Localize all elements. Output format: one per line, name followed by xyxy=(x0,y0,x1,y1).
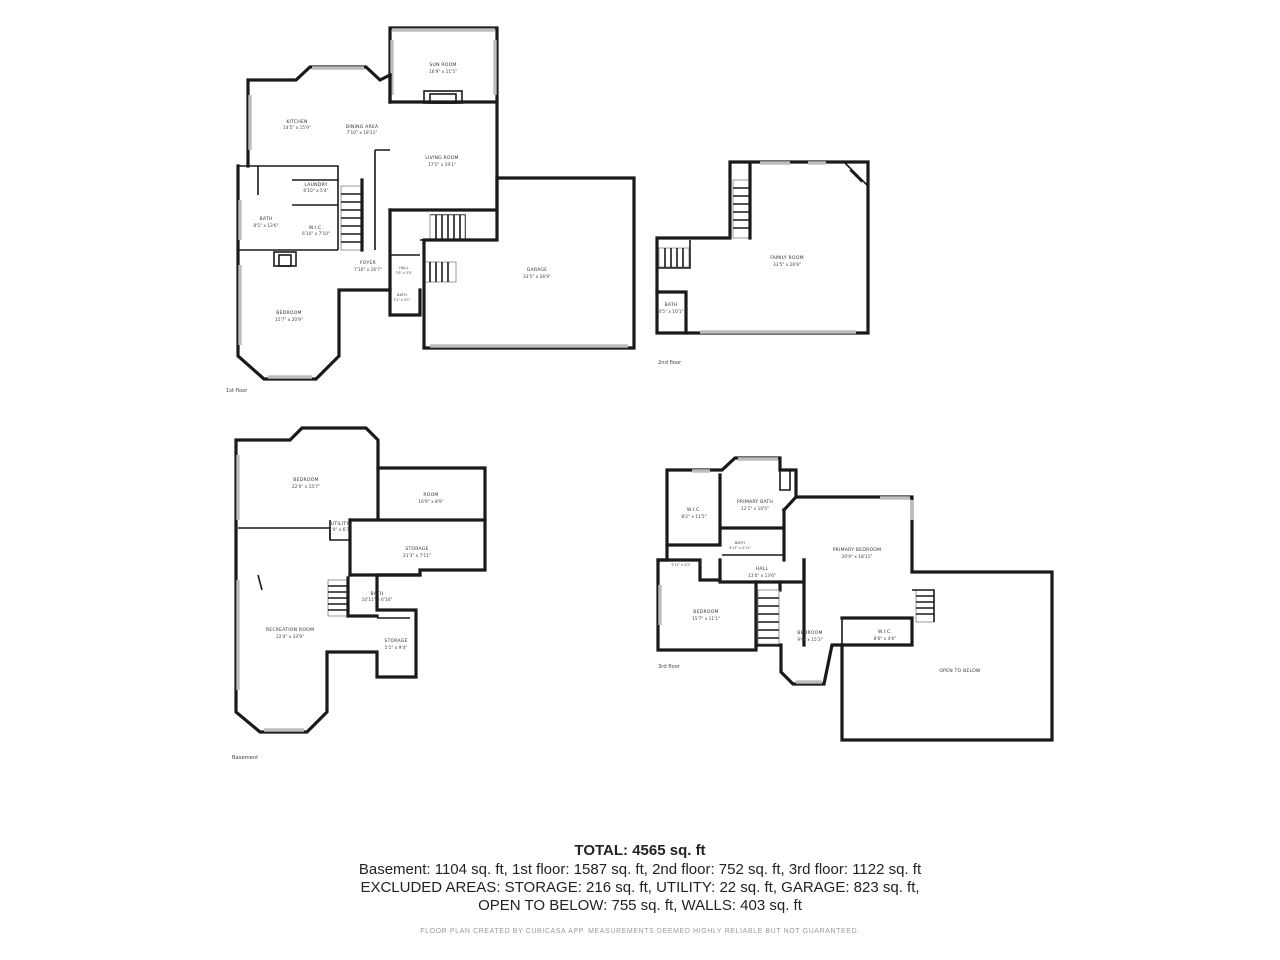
label-bedroom3-name: BEDROOM xyxy=(693,609,718,615)
floor-areas-line: Basement: 1104 sq. ft, 1st floor: 1587 s… xyxy=(358,861,922,878)
label-bedroom3-dim: 15'7" x 11'1" xyxy=(692,616,720,622)
first-floor-label: 1st floor xyxy=(226,388,248,394)
second-floor-label: 2nd floor xyxy=(658,360,682,366)
label-bath4-dim: 9'11" x 4'11" xyxy=(729,546,751,550)
label-primary-bath-name: PRIMARY BATH xyxy=(737,499,773,505)
label-bb-bath-dim: 10'11" x 6'10" xyxy=(362,597,393,603)
label-open-to-below: OPEN TO BELOW xyxy=(939,668,981,674)
label-garage-name: GARAGE xyxy=(527,267,547,273)
label-rec-room-name: RECREATION ROOM xyxy=(266,627,314,633)
label-utility-name: UTILITY xyxy=(331,521,349,527)
label-rec-room-dim: 22'4" x 33'9" xyxy=(276,634,304,640)
label-bath2-name: BATH xyxy=(397,293,407,297)
label-sun-room-name: SUN ROOM xyxy=(429,62,456,68)
label-living-dim: 17'1" x 19'1" xyxy=(428,162,456,168)
label-bath1-dim: 8'5" x 13'6" xyxy=(253,223,278,229)
label-laundry-name: LAUNDRY xyxy=(304,182,327,188)
label-bb-bedroom-name: BEDROOM xyxy=(293,477,318,483)
label-bath3-dim: 4'5" x 10'1" xyxy=(658,309,683,315)
label-hall2-name: HALL xyxy=(756,566,769,572)
label-wic3-name: W.I.C. xyxy=(675,558,686,562)
label-bath3-name: BATH xyxy=(665,302,678,308)
label-hall2-dim: 13'0" x 13'6" xyxy=(748,573,776,579)
label-storage2-dim: 5'1" x 9'4" xyxy=(385,645,408,651)
label-bb-bedroom-dim: 22'0" x 15'7" xyxy=(292,484,320,490)
label-hall1-name: HALL xyxy=(399,266,408,270)
label-wic1-name: W.I.C. xyxy=(309,225,323,231)
label-wic4-dim: 8'6" x 4'6" xyxy=(874,636,897,642)
label-bedroom1-name: BEDROOM xyxy=(276,310,301,316)
label-wic2-dim: 8'2" x 11'5" xyxy=(681,514,706,520)
label-living-name: LIVING ROOM xyxy=(425,155,458,161)
basement-label: Basement xyxy=(232,755,258,761)
label-kitchen-dim: 14'5" x 15'9" xyxy=(283,125,311,131)
excluded-areas-line: EXCLUDED AREAS: STORAGE: 216 sq. ft, UTI… xyxy=(360,879,920,896)
label-bb-bath-name: BATH xyxy=(371,591,384,597)
label-dining-dim: 7'10" x 18'11" xyxy=(347,130,378,136)
label-sun-room-dim: 16'9" x 11'5" xyxy=(429,69,457,75)
label-wic4-name: W.I.C. xyxy=(878,629,892,635)
label-garage-dim: 33'5" x 26'9" xyxy=(523,274,551,280)
label-bedroom4-name: BEDROOM xyxy=(797,630,822,636)
label-storage1-name: STORAGE xyxy=(405,546,428,552)
label-bedroom4-dim: 9'6" x 15'3" xyxy=(797,637,822,643)
label-bath2-dim: 5'1" x 5'1" xyxy=(394,298,411,302)
label-wic3-dim: 5'11" x 4'2" xyxy=(671,563,691,567)
label-room-dim: 16'9" x 8'9" xyxy=(418,499,443,505)
label-foyer-dim: 7'10" x 16'7" xyxy=(354,267,382,273)
label-wic1-dim: 6'10" x 7'10" xyxy=(302,231,330,237)
label-hall1-dim: 3'5" x 3'5" xyxy=(396,271,413,275)
credit-text: FLOOR PLAN CREATED BY CUBICASA APP. MEAS… xyxy=(420,928,860,935)
label-bath1-name: BATH xyxy=(260,216,273,222)
third-floor-label: 3rd floor xyxy=(658,664,681,670)
label-primary-bath-dim: 12'1" x 10'5" xyxy=(741,506,769,512)
label-storage2-name: STORAGE xyxy=(384,638,407,644)
third-floor-plan: W.I.C. 8'2" x 11'5" PRIMARY BATH 12'1" x… xyxy=(656,456,1054,742)
label-bedroom1-dim: 15'7" x 20'9" xyxy=(275,317,303,323)
label-primary-bedroom-dim: 20'9" x 18'11" xyxy=(842,554,873,560)
label-dining-name: DINING AREA xyxy=(346,124,379,130)
label-foyer-name: FOYER xyxy=(360,260,377,266)
basement-plan: BEDROOM 22'0" x 15'7" ROOM 16'9" x 8'9" … xyxy=(232,426,487,761)
label-storage1-dim: 21'3" x 7'11" xyxy=(403,553,431,559)
label-family-room-name: FAMILY ROOM xyxy=(770,255,803,261)
label-kitchen-name: KITCHEN xyxy=(286,119,307,125)
label-utility-dim: 4'4" x 6'7" xyxy=(329,527,352,533)
total-area: TOTAL: 4565 sq. ft xyxy=(574,842,706,859)
label-laundry-dim: 6'10" x 5'4" xyxy=(303,188,328,194)
label-primary-bedroom-name: PRIMARY BEDROOM xyxy=(833,547,882,553)
label-family-room-dim: 33'5" x 26'9" xyxy=(773,262,801,268)
first-floor-plan: SUN ROOM 16'9" x 11'5" KITCHEN 14'5" x 1… xyxy=(226,26,636,394)
label-bath4-name: BATH xyxy=(735,541,745,545)
second-floor-plan: FAMILY ROOM 33'5" x 26'9" BATH 4'5" x 10… xyxy=(655,160,870,366)
open-to-below-line: OPEN TO BELOW: 755 sq. ft, WALLS: 403 sq… xyxy=(478,897,802,914)
label-room-name: ROOM xyxy=(423,492,438,498)
label-wic2-name: W.I.C. xyxy=(687,507,701,513)
